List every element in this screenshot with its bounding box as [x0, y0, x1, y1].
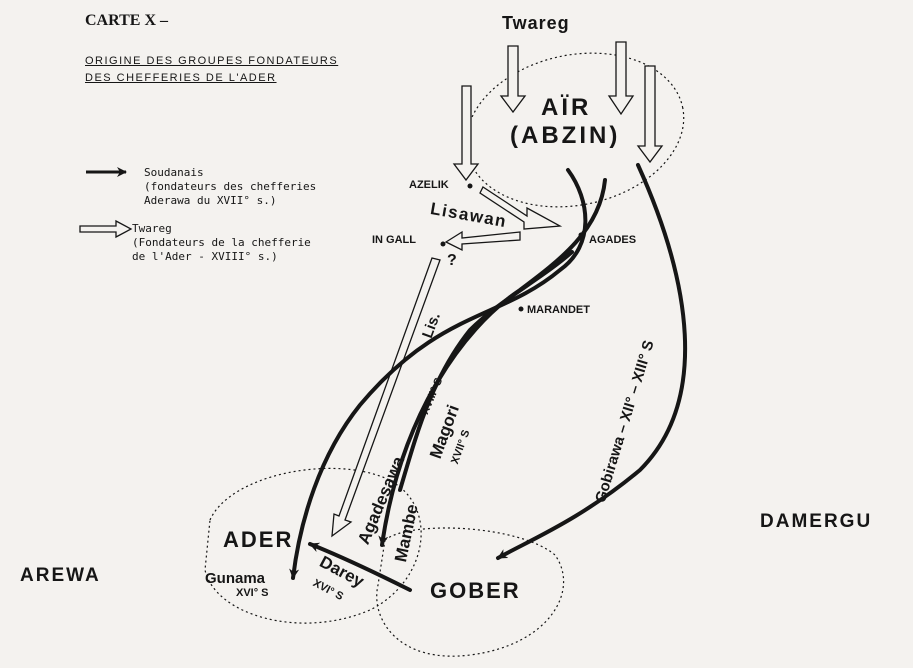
route-gunama-century: XVI° S	[236, 587, 269, 599]
place-azelik: AZELIK	[409, 179, 449, 191]
legend-twareg: Twareg (Fondateurs de la chefferie de l'…	[132, 222, 311, 264]
legend-twareg-line3: de l'Ader - XVIII° s.)	[132, 250, 278, 263]
region-air: AÏR	[541, 94, 592, 121]
gober-region-outline	[376, 527, 565, 657]
route-gunama: Gunama	[205, 570, 266, 587]
place-dots	[440, 183, 584, 312]
place-marandet: MARANDET	[527, 304, 590, 316]
legend-soudanais-line1: Soudanais	[144, 166, 204, 179]
region-ader: ADER	[223, 527, 294, 552]
soudanais-routes	[289, 163, 688, 592]
region-arewa: AREWA	[20, 565, 101, 586]
region-damergu: DAMERGU	[760, 511, 873, 532]
region-gober: GOBER	[430, 578, 521, 603]
map-subtitle-line1: ORIGINE DES GROUPES FONDATEURS	[85, 55, 339, 67]
ader-region-outline	[204, 467, 422, 624]
legend-twareg-line2: (Fondateurs de la chefferie	[132, 236, 311, 249]
legend-hollow-arrow	[79, 219, 133, 239]
place-in-gall: IN GALL	[372, 234, 416, 246]
legend-soudanais: Soudanais (fondateurs des chefferies Ade…	[144, 166, 316, 208]
legend-soudanais-line2: (fondateurs des chefferies	[144, 180, 317, 193]
question-mark: ?	[447, 252, 457, 269]
legend-soudanais-line3: Aderawa du XVII° s.)	[144, 194, 277, 207]
legend-twareg-line1: Twareg	[132, 222, 172, 235]
map-subtitle-line2: DES CHEFFERIES DE L'ADER	[85, 72, 277, 84]
region-abzin: (ABZIN)	[510, 122, 621, 149]
map-title: CARTE X –	[85, 12, 168, 29]
twareg-hollow-arrows	[331, 41, 664, 538]
air-region-outline	[465, 52, 685, 208]
region-twareg: Twareg	[502, 13, 570, 33]
place-agades: AGADES	[589, 234, 637, 246]
